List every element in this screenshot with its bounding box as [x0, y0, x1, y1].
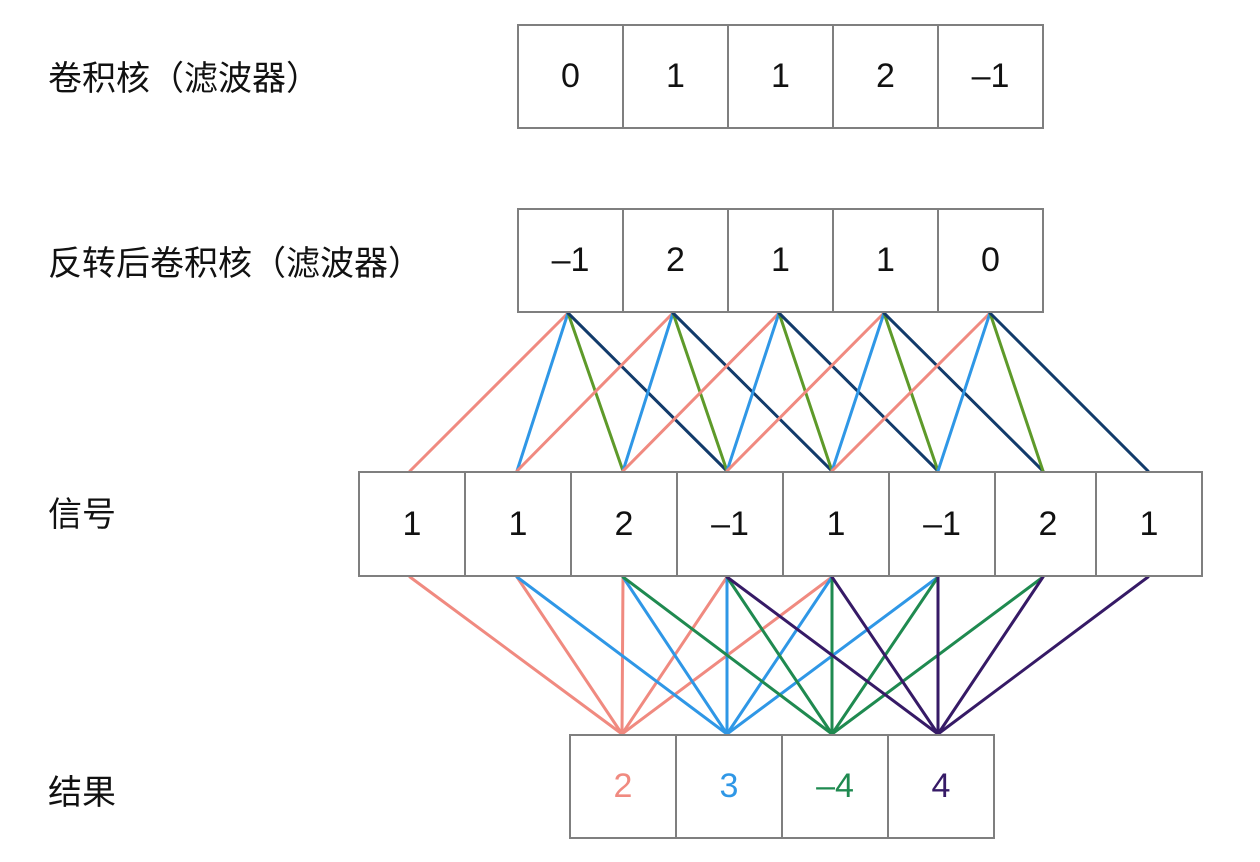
result-cell: 2 [569, 734, 677, 839]
signal-cell: –1 [676, 471, 784, 577]
signal-cell: 1 [782, 471, 890, 577]
flipped-kernel-cell: 0 [937, 208, 1044, 313]
result-cell: 3 [675, 734, 783, 839]
kernel-signal-line [830, 311, 886, 473]
signal-cell: 1 [358, 471, 466, 577]
signal-result-line [936, 575, 1150, 736]
kernel-signal-line [408, 311, 570, 473]
kernel-signal-line [515, 311, 570, 473]
kernel-cell: 2 [832, 24, 939, 129]
kernel-signal-line [621, 311, 675, 473]
result-cell: 4 [887, 734, 995, 839]
flipped-kernel-cell: 1 [832, 208, 939, 313]
kernel-signal-line [621, 311, 781, 473]
flipped-kernel-cell: –1 [517, 208, 624, 313]
signal-result-line [621, 575, 729, 736]
kernel-cell: 1 [727, 24, 834, 129]
signal-result-line [725, 575, 834, 736]
kernel-signal-line [830, 311, 992, 473]
signal-result-line [725, 575, 940, 736]
signal-cell: 2 [570, 471, 678, 577]
kernel-cell: 1 [622, 24, 729, 129]
result-label: 结果 [48, 773, 116, 813]
kernel-signal-line [988, 311, 1150, 473]
flipped-kernel-label: 反转后卷积核（滤波器） [48, 244, 422, 284]
kernel-signal-line [725, 311, 886, 473]
kernel-signal-line [988, 311, 1045, 473]
kernel-signal-line [515, 311, 675, 473]
result-cell: –4 [781, 734, 889, 839]
signal-result-line [515, 575, 624, 736]
signal-result-line [408, 575, 624, 736]
kernel-cell: –1 [937, 24, 1044, 129]
signal-result-line [515, 575, 729, 736]
flipped-kernel-cell: 1 [727, 208, 834, 313]
signal-cell: 1 [1095, 471, 1203, 577]
signal-cell: –1 [888, 471, 996, 577]
kernel-signal-line [936, 311, 992, 473]
signal-cell: 2 [994, 471, 1102, 577]
kernel-label: 卷积核（滤波器） [48, 59, 320, 99]
signal-result-line [936, 575, 1045, 736]
kernel-signal-line [725, 311, 781, 473]
signal-result-line [621, 575, 834, 736]
signal-label: 信号 [48, 495, 116, 535]
signal-cell: 1 [464, 471, 572, 577]
signal-result-line [830, 575, 940, 736]
kernel-cell: 0 [517, 24, 624, 129]
flipped-kernel-cell: 2 [622, 208, 729, 313]
